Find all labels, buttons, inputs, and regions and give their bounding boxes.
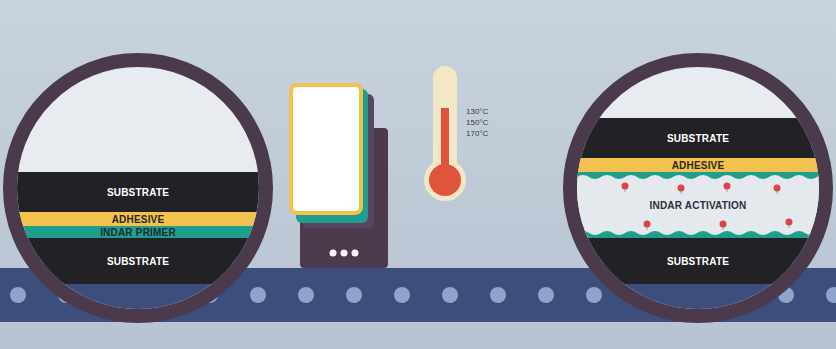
magnifier-right: SUBSTRATE ADHESIVE INDAR ACTIVATION SUBSTRA… (563, 53, 833, 323)
layer-band: INDAR PRIMER (17, 226, 259, 238)
layer-label: INDAR PRIMER (97, 227, 179, 238)
layer-band: SUBSTRATE (17, 238, 259, 284)
layer-label: INDAR ACTIVATION (646, 199, 751, 212)
activation-dot (678, 185, 685, 192)
layer-band: ADHESIVE (577, 158, 819, 172)
layer-label: SUBSTRATE (104, 256, 172, 267)
roller-dot (538, 287, 554, 303)
roller-dot (298, 287, 314, 303)
temperature-label: 130°C (466, 107, 488, 117)
roller-dot (346, 287, 362, 303)
roller-dot (490, 287, 506, 303)
layer-label: SUBSTRATE (664, 256, 732, 267)
activation-dot (622, 183, 629, 190)
device-card-front (291, 85, 361, 213)
thermometer-bulb (429, 164, 461, 196)
magnifier-left: SUBSTRATE ADHESIVE INDAR PRIMER SUBSTRATE (3, 53, 273, 323)
layer-label: SUBSTRATE (104, 187, 172, 198)
device-dot (341, 250, 348, 257)
layer-label: SUBSTRATE (664, 133, 732, 144)
layer-band: INDAR ACTIVATION (577, 172, 819, 238)
activation-dot (724, 183, 731, 190)
layer-band: SUBSTRATE (17, 172, 259, 212)
layer-band: ADHESIVE (17, 212, 259, 226)
device-dot (330, 250, 337, 257)
temperature-label: 170°C (466, 129, 488, 139)
temperature-label: 150°C (466, 118, 488, 128)
roller-dot (394, 287, 410, 303)
thermometer-bulb-rim (424, 159, 466, 201)
device-dot (352, 250, 359, 257)
activation-dot (644, 221, 651, 228)
layer-band: SUBSTRATE (577, 118, 819, 158)
activation-wave (577, 172, 819, 179)
layer-label: ADHESIVE (669, 160, 728, 171)
activation-dot (720, 221, 727, 228)
activation-wave (577, 231, 819, 238)
activation-dot (774, 185, 781, 192)
roller-dot (442, 287, 458, 303)
layer-label: ADHESIVE (109, 214, 168, 225)
layer-band: SUBSTRATE (577, 238, 819, 284)
activation-dot (786, 219, 793, 226)
roller-dot (826, 287, 836, 303)
